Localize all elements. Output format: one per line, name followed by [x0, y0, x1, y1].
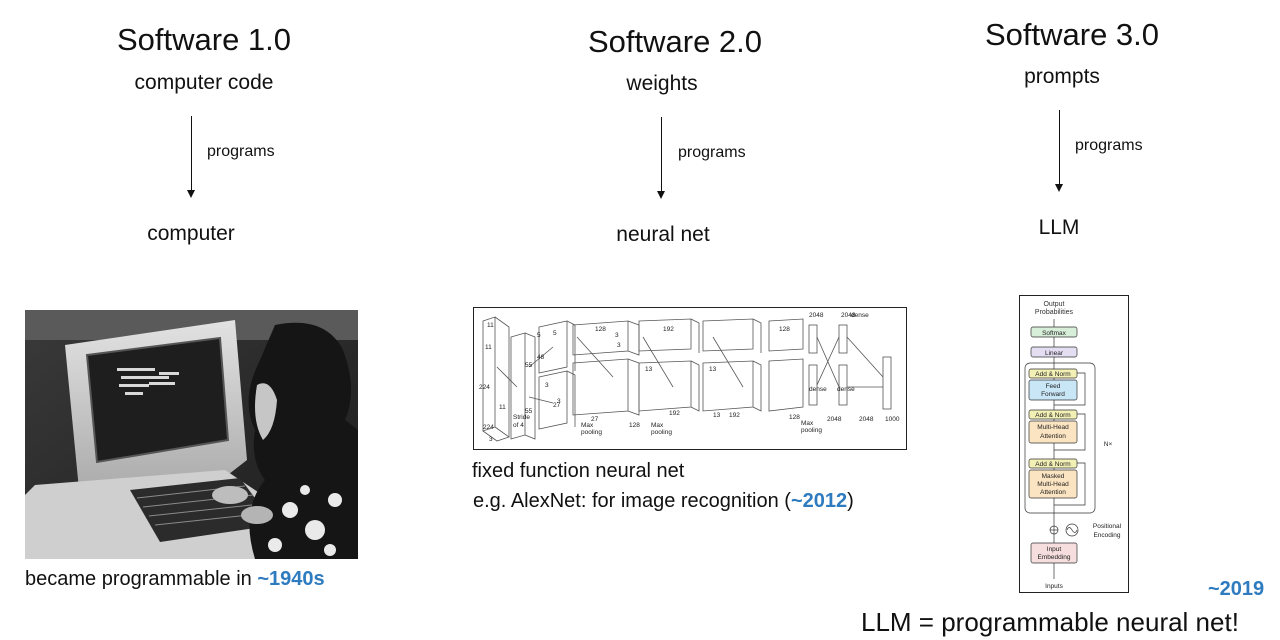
software-2-arrow	[657, 117, 665, 199]
svg-text:dense: dense	[809, 386, 827, 393]
caption-software-1-text: became programmable in	[25, 568, 258, 590]
svg-text:2048: 2048	[809, 312, 824, 319]
svg-text:N×: N×	[1104, 441, 1113, 448]
svg-text:Masked: Masked	[1042, 473, 1065, 480]
svg-text:224: 224	[479, 384, 490, 391]
software-2-input: weights	[626, 72, 698, 95]
svg-text:11: 11	[487, 322, 494, 329]
svg-text:Feed: Feed	[1046, 383, 1061, 390]
caption-software-3-year: ~2019	[1208, 578, 1265, 600]
svg-text:48: 48	[537, 354, 545, 361]
svg-text:5: 5	[553, 330, 557, 337]
svg-text:of 4: of 4	[513, 422, 524, 429]
svg-text:128: 128	[595, 326, 606, 333]
svg-text:192: 192	[729, 412, 740, 419]
software-2-output: neural net	[616, 223, 710, 246]
svg-text:128: 128	[779, 326, 790, 333]
caption-software-2-line2: e.g. AlexNet: for image recognition (~20…	[473, 490, 854, 513]
software-1-input: computer code	[134, 71, 274, 94]
software-2-relation: programs	[678, 144, 746, 161]
svg-text:Inputs: Inputs	[1045, 583, 1063, 590]
svg-text:11: 11	[485, 344, 492, 351]
svg-text:Multi-Head: Multi-Head	[1037, 424, 1069, 431]
svg-text:Forward: Forward	[1041, 391, 1065, 398]
software-3-title: Software 3.0	[984, 17, 1160, 52]
output-probabilities-line2: Probabilities	[1035, 309, 1074, 316]
software-3-input: prompts	[1024, 65, 1100, 88]
svg-text:Encoding: Encoding	[1093, 532, 1120, 539]
svg-text:3: 3	[615, 332, 619, 339]
svg-text:2048: 2048	[859, 416, 874, 423]
vintage-computer-photo	[25, 310, 358, 559]
svg-text:Input: Input	[1047, 546, 1062, 553]
svg-text:Multi-Head: Multi-Head	[1037, 481, 1069, 488]
svg-text:27: 27	[553, 402, 561, 409]
svg-text:3: 3	[617, 342, 621, 349]
svg-text:Max: Max	[801, 420, 814, 427]
svg-text:5: 5	[537, 332, 541, 339]
svg-text:Stride: Stride	[513, 414, 530, 421]
svg-text:pooling: pooling	[801, 427, 822, 434]
svg-text:3: 3	[489, 436, 493, 443]
svg-text:13: 13	[709, 366, 717, 373]
svg-text:192: 192	[663, 326, 674, 333]
svg-text:pooling: pooling	[651, 429, 672, 436]
svg-text:13: 13	[713, 412, 721, 419]
transformer-diagram: Output Probabilities	[1019, 295, 1129, 593]
output-probabilities-line1: Output	[1043, 301, 1064, 308]
software-1-title: Software 1.0	[116, 22, 292, 57]
software-3-relation: programs	[1075, 137, 1143, 154]
svg-text:1000: 1000	[885, 416, 900, 423]
svg-text:3: 3	[557, 398, 561, 405]
svg-text:27: 27	[591, 416, 599, 423]
svg-text:Embedding: Embedding	[1038, 554, 1071, 561]
svg-text:192: 192	[669, 410, 680, 417]
svg-text:224: 224	[483, 424, 494, 431]
software-1-arrow	[187, 116, 195, 198]
svg-text:Attention: Attention	[1040, 489, 1066, 496]
svg-text:Max: Max	[651, 422, 664, 429]
caption-software-1: became programmable in ~1940s	[25, 568, 325, 591]
svg-text:55: 55	[525, 362, 533, 369]
svg-text:pooling: pooling	[581, 429, 602, 436]
svg-text:128: 128	[629, 422, 640, 429]
svg-text:3: 3	[545, 382, 549, 389]
caption-software-2-year: ~2012	[790, 490, 848, 512]
caption-software-1-year: ~1940s	[257, 568, 325, 590]
svg-text:11: 11	[499, 404, 506, 411]
software-1-output: computer	[147, 222, 235, 245]
svg-text:13: 13	[645, 366, 653, 373]
caption-software-2-suffix: )	[847, 490, 854, 512]
svg-text:Positional: Positional	[1093, 523, 1122, 530]
svg-text:55: 55	[525, 408, 533, 415]
svg-text:Add & Norm: Add & Norm	[1035, 412, 1070, 419]
svg-text:Linear: Linear	[1045, 350, 1064, 357]
svg-text:2048: 2048	[841, 312, 856, 319]
svg-text:Add & Norm: Add & Norm	[1035, 371, 1070, 378]
svg-text:Add & Norm: Add & Norm	[1035, 461, 1070, 468]
svg-text:128: 128	[789, 414, 800, 421]
software-1-relation: programs	[207, 143, 275, 160]
caption-software-2-line1: fixed function neural net	[472, 460, 685, 482]
svg-text:2048: 2048	[827, 416, 842, 423]
svg-text:Attention: Attention	[1040, 433, 1066, 440]
svg-text:Max: Max	[581, 422, 594, 429]
caption-software-3-text: LLM = programmable neural net!	[861, 607, 1239, 637]
svg-text:dense: dense	[851, 312, 869, 319]
software-3-output: LLM	[1038, 216, 1080, 239]
caption-software-2-prefix: e.g. AlexNet: for image recognition (	[473, 490, 791, 512]
software-2-title: Software 2.0	[587, 24, 763, 59]
svg-text:dense: dense	[837, 386, 855, 393]
software-3-arrow	[1055, 110, 1063, 192]
svg-text:Softmax: Softmax	[1042, 330, 1067, 337]
